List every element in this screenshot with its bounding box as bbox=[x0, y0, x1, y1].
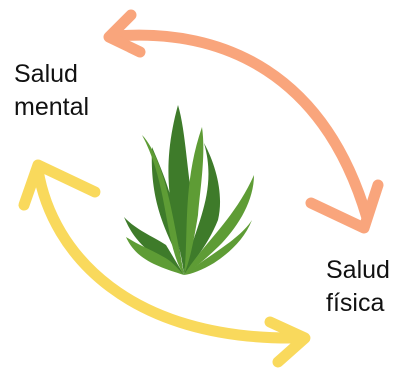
label-salud-fisica-line-1: Salud bbox=[326, 256, 390, 284]
label-salud-fisica-line-2: física bbox=[326, 289, 385, 317]
top-double-arrow-icon bbox=[103, 9, 384, 234]
label-salud-fisica: Salud física bbox=[326, 254, 390, 320]
bottom-arrow-shaft bbox=[32, 164, 302, 344]
bottom-double-arrow-icon bbox=[18, 159, 311, 368]
plant-leaf-far-left bbox=[126, 237, 184, 275]
top-arrow-head-right bbox=[305, 179, 384, 234]
plant-leaf-center-tall bbox=[168, 105, 191, 275]
seaweed-plant-icon bbox=[124, 105, 254, 275]
label-salud-mental: Salud mental bbox=[14, 58, 89, 124]
top-arrow-shaft bbox=[110, 29, 373, 224]
bottom-arrow-head-left bbox=[18, 159, 101, 211]
top-arrow-head-left bbox=[103, 9, 146, 58]
label-salud-mental-line-2: mental bbox=[14, 93, 90, 121]
bottom-arrow-head-right bbox=[264, 316, 311, 368]
plant-leaf-right-mid bbox=[184, 175, 254, 275]
plant-leaf-left-front bbox=[142, 135, 184, 275]
plant-leaf-center-front bbox=[184, 127, 204, 275]
label-salud-mental-line-1: Salud bbox=[14, 60, 78, 88]
